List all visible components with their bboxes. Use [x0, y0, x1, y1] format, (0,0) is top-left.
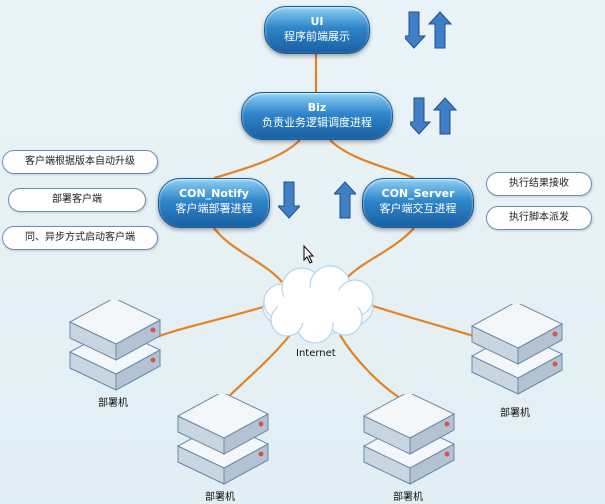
machine-label-2: 部署机	[205, 492, 235, 503]
updown-arrows-icon-biz	[410, 97, 458, 135]
note-result-receive: 执行结果接收	[486, 172, 592, 196]
mouse-cursor-icon	[303, 244, 315, 264]
con-notify-node: CON_Notify 客户端部署进程	[158, 178, 270, 228]
biz-node-subtitle: 负责业务逻辑调度进程	[262, 116, 372, 129]
updown-arrows-icon-ui	[405, 11, 453, 49]
link-cloud-m3	[339, 334, 401, 399]
link-notify-cloud	[213, 227, 283, 283]
down-arrow-icon	[278, 181, 300, 219]
note-deploy-client: 部署客户端	[8, 188, 146, 212]
server-icon-1	[68, 300, 162, 391]
biz-node-title: Biz	[307, 101, 327, 114]
note-start-client: 同、异步方式启动客户端	[2, 226, 158, 250]
ui-node-title: UI	[310, 15, 324, 28]
ui-node-subtitle: 程序前端展示	[284, 30, 350, 43]
link-cloud-m1	[149, 303, 271, 341]
link-server-cloud	[344, 227, 415, 281]
biz-node: Biz 负责业务逻辑调度进程	[241, 92, 393, 140]
link-cloud-m4	[369, 303, 481, 340]
server-icon-3	[362, 394, 456, 485]
note-auto-upgrade: 客户端根据版本自动升级	[2, 150, 158, 174]
internet-label: Internet	[296, 348, 336, 359]
ui-node: UI 程序前端展示	[264, 6, 370, 54]
con-server-subtitle: 客户端交互进程	[379, 202, 457, 215]
link-biz-notify	[213, 139, 301, 180]
con-server-title: CON_Server	[381, 187, 455, 200]
link-cloud-m2	[224, 334, 291, 401]
note-script-dispatch: 执行脚本派发	[486, 206, 592, 230]
up-arrow-icon	[334, 181, 356, 219]
con-server-node: CON_Server 客户端交互进程	[362, 178, 474, 228]
con-notify-title: CON_Notify	[179, 187, 249, 200]
server-icon-2	[176, 394, 270, 485]
machine-label-1: 部署机	[98, 398, 128, 409]
con-notify-subtitle: 客户端部署进程	[175, 202, 253, 215]
link-biz-server	[329, 139, 415, 180]
machine-label-3: 部署机	[393, 492, 423, 503]
machine-label-4: 部署机	[500, 408, 530, 419]
server-icon-4	[470, 304, 564, 395]
internet-cloud	[262, 265, 374, 344]
